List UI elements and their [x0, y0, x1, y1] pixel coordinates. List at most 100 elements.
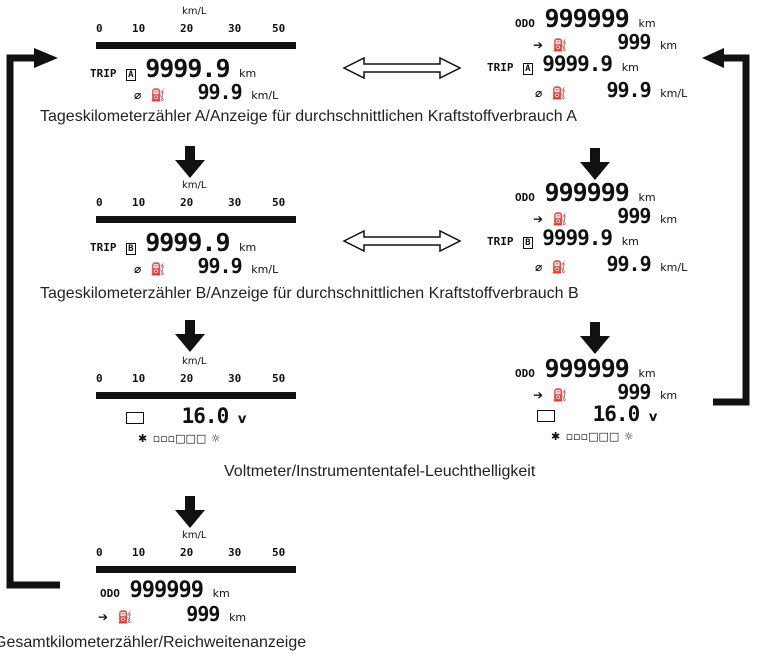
tick-50: 50 [272, 22, 286, 35]
double-arrow-top [342, 56, 462, 80]
odo-label: ODO [515, 191, 535, 204]
range-value: 999 [186, 602, 220, 626]
trip-value: 9999.9 [542, 52, 613, 76]
tick-0: 0 [96, 546, 103, 559]
battery-icon [126, 412, 144, 424]
voltage-value: 16.0 [181, 404, 230, 428]
tick-20: 20 [180, 372, 194, 385]
caption-odo: Gesamtkilometerzähler/Reichweitenanzeige [0, 634, 307, 651]
odo-label: ODO [100, 587, 120, 600]
tick-10: 10 [132, 372, 146, 385]
odo-label: ODO [515, 367, 535, 380]
tick-20: 20 [180, 22, 194, 35]
scale-bar [96, 566, 296, 573]
range-value: 999 [617, 30, 651, 54]
trip-label: TRIP [487, 235, 514, 248]
voltage-unit: v [648, 410, 658, 425]
tick-50: 50 [272, 546, 286, 559]
panel-odo: km/L 0 10 20 30 50 ODO 999999 km ➔ ⛽ 999… [80, 530, 310, 625]
right-loop-line [713, 54, 750, 406]
fuel-pump-icon: ⛽ [117, 610, 133, 624]
dim-brightness-icon: ✱ [138, 432, 149, 445]
odo-unit: km [638, 191, 656, 204]
trip-a-marker: A [126, 69, 136, 81]
fuel-pump-icon: ⛽ [150, 88, 166, 102]
trip-unit: km [239, 67, 257, 80]
tick-0: 0 [96, 372, 103, 385]
avg-value: 99.9 [197, 80, 242, 104]
bright-brightness-icon: ☼ [210, 432, 222, 445]
tick-50: 50 [272, 372, 286, 385]
fuel-pump-icon: ⛽ [551, 260, 567, 274]
scale-bar [96, 42, 296, 49]
avg-row: ⌀ ⛽ 99.9 km/L [535, 80, 687, 101]
avg-value: 99.9 [606, 78, 651, 102]
range-value: 999 [617, 204, 651, 228]
down-arrow-left-3 [175, 496, 205, 528]
avg-value: 99.9 [606, 252, 651, 276]
voltage-row: 16.0 v [537, 404, 657, 425]
scale-unit-label: km/L [182, 356, 207, 367]
trip-b-row: TRIP B 9999.9 km [90, 230, 256, 255]
fuel-pump-icon: ⛽ [552, 388, 568, 402]
scale-unit-label: km/L [182, 180, 207, 191]
fuel-pump-icon: ⛽ [551, 86, 567, 100]
panel-voltmeter: km/L 0 10 20 30 50 16.0 v ✱ ▫▫▫□□□ ☼ [80, 356, 310, 448]
panel-trip-a-full: ODO 999999 km ➔ ⛽ 999 km TRIP A 9999.9 k… [485, 6, 715, 101]
battery-icon [537, 410, 555, 422]
odo-unit: km [638, 367, 656, 380]
odo-value: 999999 [129, 578, 204, 603]
odo-value: 999999 [544, 178, 630, 207]
panel-trip-a: km/L 0 10 20 30 50 TRIP A 9999.9 km ⌀ ⛽ … [80, 6, 310, 102]
trip-label: TRIP [90, 67, 117, 80]
range-unit: km [229, 611, 247, 624]
panel-voltmeter-full: ODO 999999 km ➔ ⛽ 999 km 16.0 v ✱ ▫▫▫□□□… [485, 356, 715, 443]
left-loop-arrowhead [34, 48, 58, 68]
tick-20: 20 [180, 196, 194, 209]
trip-b-marker: B [126, 243, 136, 255]
odo-unit: km [638, 17, 656, 30]
tick-10: 10 [132, 22, 146, 35]
trip-value: 9999.9 [145, 228, 230, 257]
tick-30: 30 [228, 22, 242, 35]
trip-a-row: TRIP A 9999.9 km [487, 54, 639, 75]
odo-label: ODO [515, 17, 535, 30]
voltage-row: 16.0 v [126, 406, 246, 427]
odo-row: ODO 999999 km [515, 180, 656, 205]
brightness-row: ✱ ▫▫▫□□□ ☼ [551, 430, 635, 443]
bright-brightness-icon: ☼ [623, 430, 635, 443]
brightness-row: ✱ ▫▫▫□□□ ☼ [138, 432, 222, 445]
scale-bar [96, 216, 296, 223]
odo-row: ODO 999999 km [515, 6, 656, 31]
trip-unit: km [621, 61, 639, 74]
right-arrow-icon: ➔ [533, 212, 544, 226]
trip-a-marker: A [523, 63, 533, 75]
range-unit: km [660, 39, 678, 52]
range-row: ➔ ⛽ 999 km [98, 604, 246, 625]
right-arrow-icon: ➔ [98, 610, 109, 624]
trip-b-marker: B [523, 237, 533, 249]
avg-unit: km/L [660, 87, 688, 100]
trip-value: 9999.9 [145, 54, 230, 83]
tick-10: 10 [132, 546, 146, 559]
voltage-value: 16.0 [592, 402, 641, 426]
scale-unit-label: km/L [182, 6, 207, 17]
avg-value: 99.9 [197, 254, 242, 278]
trip-label: TRIP [487, 61, 514, 74]
fuel-pump-icon: ⛽ [552, 38, 568, 52]
average-symbol-icon: ⌀ [134, 88, 142, 102]
down-arrow-right-2 [580, 322, 610, 354]
brightness-level: ▫▫▫□□□ [565, 430, 620, 443]
panel-trip-b: km/L 0 10 20 30 50 TRIP B 9999.9 km ⌀ ⛽ … [80, 180, 310, 276]
fuel-pump-icon: ⛽ [150, 262, 166, 276]
trip-label: TRIP [90, 241, 117, 254]
trip-b-row: TRIP B 9999.9 km [487, 228, 639, 249]
odo-row: ODO 999999 km [100, 580, 230, 602]
down-arrow-left-1 [175, 146, 205, 178]
avg-row: ⌀ ⛽ 99.9 km/L [134, 82, 278, 103]
tick-0: 0 [96, 22, 103, 35]
tick-30: 30 [228, 372, 242, 385]
avg-row: ⌀ ⛽ 99.9 km/L [535, 254, 687, 275]
trip-unit: km [621, 235, 639, 248]
